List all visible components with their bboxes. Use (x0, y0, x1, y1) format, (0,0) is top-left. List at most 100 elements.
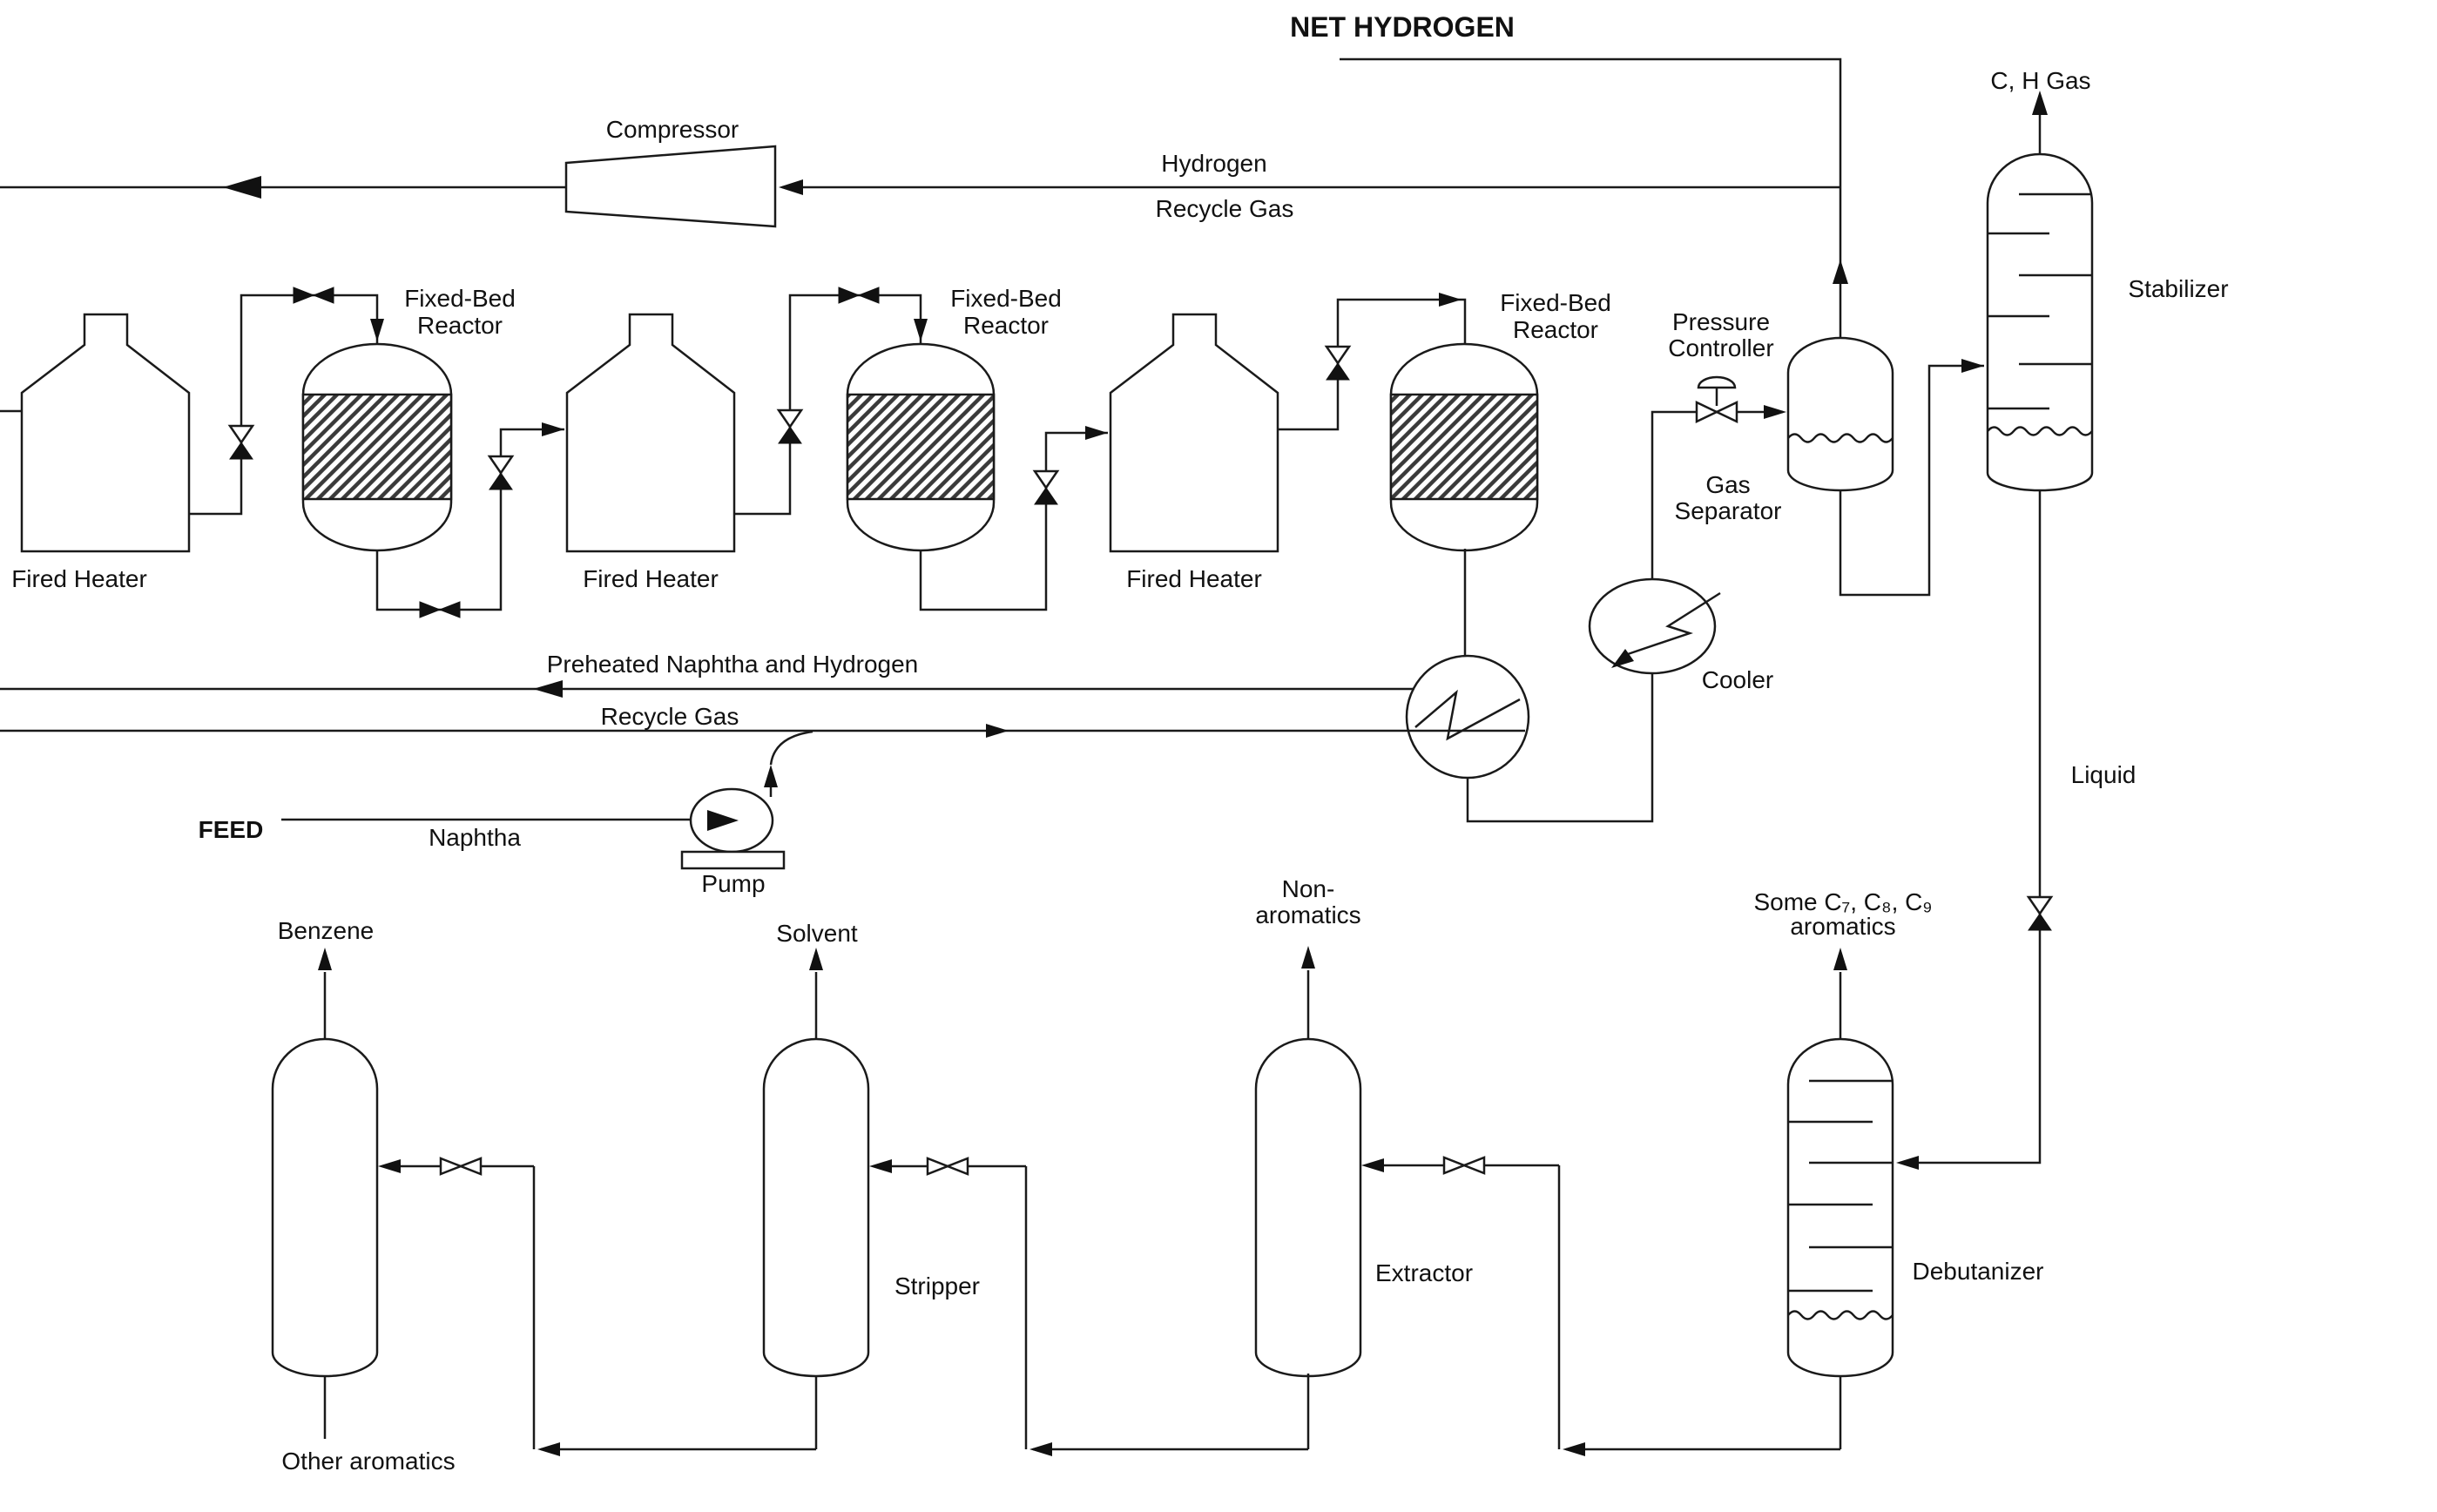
separator-shape (1786, 336, 1894, 492)
some-aromatics-label2: aromatics (1790, 913, 1895, 940)
valve-icon (926, 1157, 951, 1176)
stripper-column (537, 948, 1028, 1456)
valve-icon (489, 472, 513, 490)
c-h-gas-label: C, H Gas (1990, 67, 2090, 94)
compressor-label: Compressor (606, 116, 739, 143)
benzene-label: Benzene (278, 917, 375, 944)
fixed-bed-reactor-3 (1389, 342, 1539, 552)
column-shape (271, 1037, 379, 1378)
flow-arrow-icon (370, 319, 384, 341)
flow-arrow-icon (223, 176, 261, 199)
benzene-column (271, 948, 536, 1449)
pipe (1278, 298, 1467, 431)
hydrogen-label: Hydrogen (1161, 150, 1266, 177)
pressure-controller-label: Pressure (1672, 308, 1770, 335)
heat-exchanger-coil-icon (1414, 689, 1521, 741)
pressure-controller-label2: Controller (1668, 334, 1773, 361)
valve-icon (2026, 895, 2054, 916)
non-aromatics-label2: aromatics (1255, 901, 1360, 928)
pipe (1382, 1164, 1561, 1449)
cooler-label: Cooler (1702, 666, 1773, 693)
valve-icon (229, 442, 253, 460)
fixed-bed-reactor-1 (301, 342, 453, 552)
pipe (399, 1164, 536, 1449)
recycle-gas-top-label: Recycle Gas (1156, 195, 1294, 222)
valve-icon (1032, 469, 1060, 490)
valve-icon (778, 426, 802, 444)
column-shape (1986, 152, 2094, 492)
fixed-bed-reactor-2 (846, 342, 996, 552)
column-shape (1786, 1037, 1894, 1378)
preheated-line (0, 680, 1414, 698)
flow-arrow-icon (1029, 1442, 1052, 1456)
flow-arrow-icon (1085, 426, 1108, 440)
net-hydrogen-line (1340, 57, 1848, 338)
valve-icon (776, 408, 804, 429)
recycle-gas-mid-line (0, 724, 1525, 738)
pipe (375, 428, 564, 611)
fixed-bed-reactor-1-label: Fixed-Bed (404, 285, 516, 312)
flow-arrow-icon (986, 724, 1009, 738)
non-aromatics-label: Non- (1282, 875, 1335, 902)
stripper-label: Stripper (894, 1272, 980, 1299)
fixed-bed-reactor-3-label2: Reactor (1513, 316, 1598, 343)
extractor-column (1029, 946, 1561, 1456)
flow-arrow-icon (318, 948, 332, 970)
valve-icon (1324, 345, 1352, 366)
cooler-arrow-line (1624, 591, 1721, 657)
pump-base (680, 850, 786, 870)
valve-icon (838, 287, 861, 304)
pipe (734, 294, 922, 516)
fixed-bed-reactor-1-label2: Reactor (417, 312, 503, 339)
fired-heater-3 (1109, 313, 1279, 553)
compressor-shape (564, 145, 777, 228)
flow-arrow-icon (764, 765, 778, 787)
fired-heater-1-label: Fired Heater (11, 565, 147, 592)
flow-arrow-icon (1961, 359, 1984, 373)
pipe (1033, 1374, 1310, 1451)
hydrogen-recycle-line (779, 179, 1840, 195)
pipe (919, 431, 1108, 611)
column-trays (1988, 192, 2092, 410)
heater2-to-reactor2-line (734, 287, 928, 516)
pump (680, 730, 813, 870)
pipe (1839, 364, 1984, 597)
pipe (1651, 410, 1698, 579)
column-shape (1254, 1037, 1362, 1378)
compressor (0, 145, 777, 228)
gas-separator-label2: Separator (1675, 497, 1782, 524)
other-aromatics-label: Other aromatics (281, 1448, 455, 1475)
flow-arrow-icon (533, 680, 563, 698)
heat-exchanger (1405, 549, 1654, 823)
gas-separator-label: Gas (1705, 471, 1750, 498)
fired-heater-2-label: Fired Heater (583, 565, 719, 592)
catalyst-bed (846, 393, 996, 501)
column-shape (762, 1037, 870, 1378)
valve-icon (2028, 913, 2052, 931)
flow-arrow-icon (1896, 1156, 1919, 1170)
valve-icon (487, 455, 515, 476)
fired-heater-3-label: Fired Heater (1126, 565, 1262, 592)
pipe (1566, 1376, 1842, 1451)
pipe (189, 294, 379, 516)
fired-heater-shape (20, 313, 191, 553)
cooler (1588, 410, 1721, 675)
valve-icon (439, 1157, 464, 1176)
preheated-label: Preheated Naphtha and Hydrogen (547, 651, 919, 678)
cooler-shape (1588, 577, 1717, 675)
valve-icon (457, 1157, 483, 1176)
pipe (769, 730, 813, 766)
flow-arrow-icon (1764, 405, 1786, 419)
liquid-label: Liquid (2071, 761, 2137, 788)
naphtha-label: Naphtha (429, 824, 521, 851)
valve-icon (1714, 401, 1738, 423)
pump-label: Pump (701, 870, 765, 897)
flow-arrow-icon (1833, 948, 1847, 970)
heat-exchanger-shape (1405, 654, 1530, 780)
column-trays (1788, 1079, 1893, 1293)
pipe (1340, 57, 1842, 338)
valve-icon (438, 601, 461, 618)
extractor-label: Extractor (1375, 1259, 1473, 1286)
